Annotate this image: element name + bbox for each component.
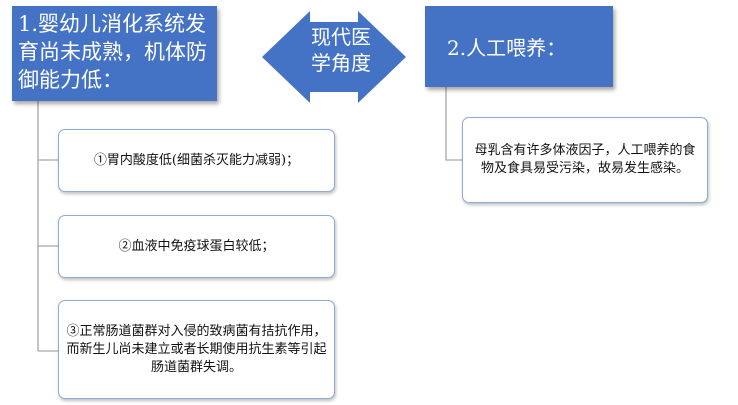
left-header-box: 1.婴幼儿消化系统发育尚未成熟，机体防御能力低： [12,6,217,101]
left-item-2-text: ②血液中免疫球蛋白较低； [118,238,275,254]
right-item-1: 母乳含有许多体液因子，人工喂养的食物及食具易受污染，故易发生感染。 [462,117,708,203]
arrow-label: 现代医 学角度 [288,24,394,76]
left-item-3-text: ③正常肠道菌群对入侵的致病菌有拮抗作用，而新生儿尚未建立或者长期使用抗生素等引起… [66,323,327,375]
double-arrow-shape [262,11,406,103]
arrow-label-line1: 现代医 [311,25,371,49]
left-item-2: ②血液中免疫球蛋白较低； [58,215,335,278]
left-header-title: 1.婴幼儿消化系统发育尚未成熟，机体防御能力低： [18,12,207,92]
left-item-1: ①胃内酸度低(细菌杀灭能力减弱)； [58,129,335,192]
arrow-label-line2: 学角度 [311,51,371,75]
right-item-1-text: 母乳含有许多体液因子，人工喂养的食物及食具易受污染，故易发生感染。 [474,143,696,176]
right-header-box: 2.人工喂养： [425,6,613,87]
left-item-3: ③正常肠道菌群对入侵的致病菌有拮抗作用，而新生儿尚未建立或者长期使用抗生素等引起… [58,300,335,399]
left-tree-connector [37,101,58,352]
left-item-1-text: ①胃内酸度低(细菌杀灭能力减弱)； [93,152,300,168]
right-tree-connector [445,87,462,161]
right-header-title: 2.人工喂养： [447,36,567,60]
